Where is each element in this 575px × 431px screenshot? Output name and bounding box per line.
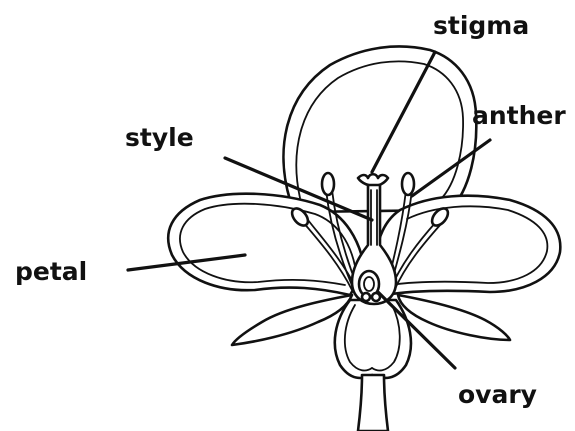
stem <box>358 375 388 431</box>
label-stigma: stigma <box>433 11 529 40</box>
label-petal: petal <box>15 257 87 286</box>
label-ovary: ovary <box>458 380 537 409</box>
label-style: style <box>125 123 194 152</box>
anther-left <box>322 173 334 195</box>
label-anther: anther <box>472 101 566 130</box>
lower-sepals <box>232 295 510 378</box>
anther-right <box>402 173 414 195</box>
